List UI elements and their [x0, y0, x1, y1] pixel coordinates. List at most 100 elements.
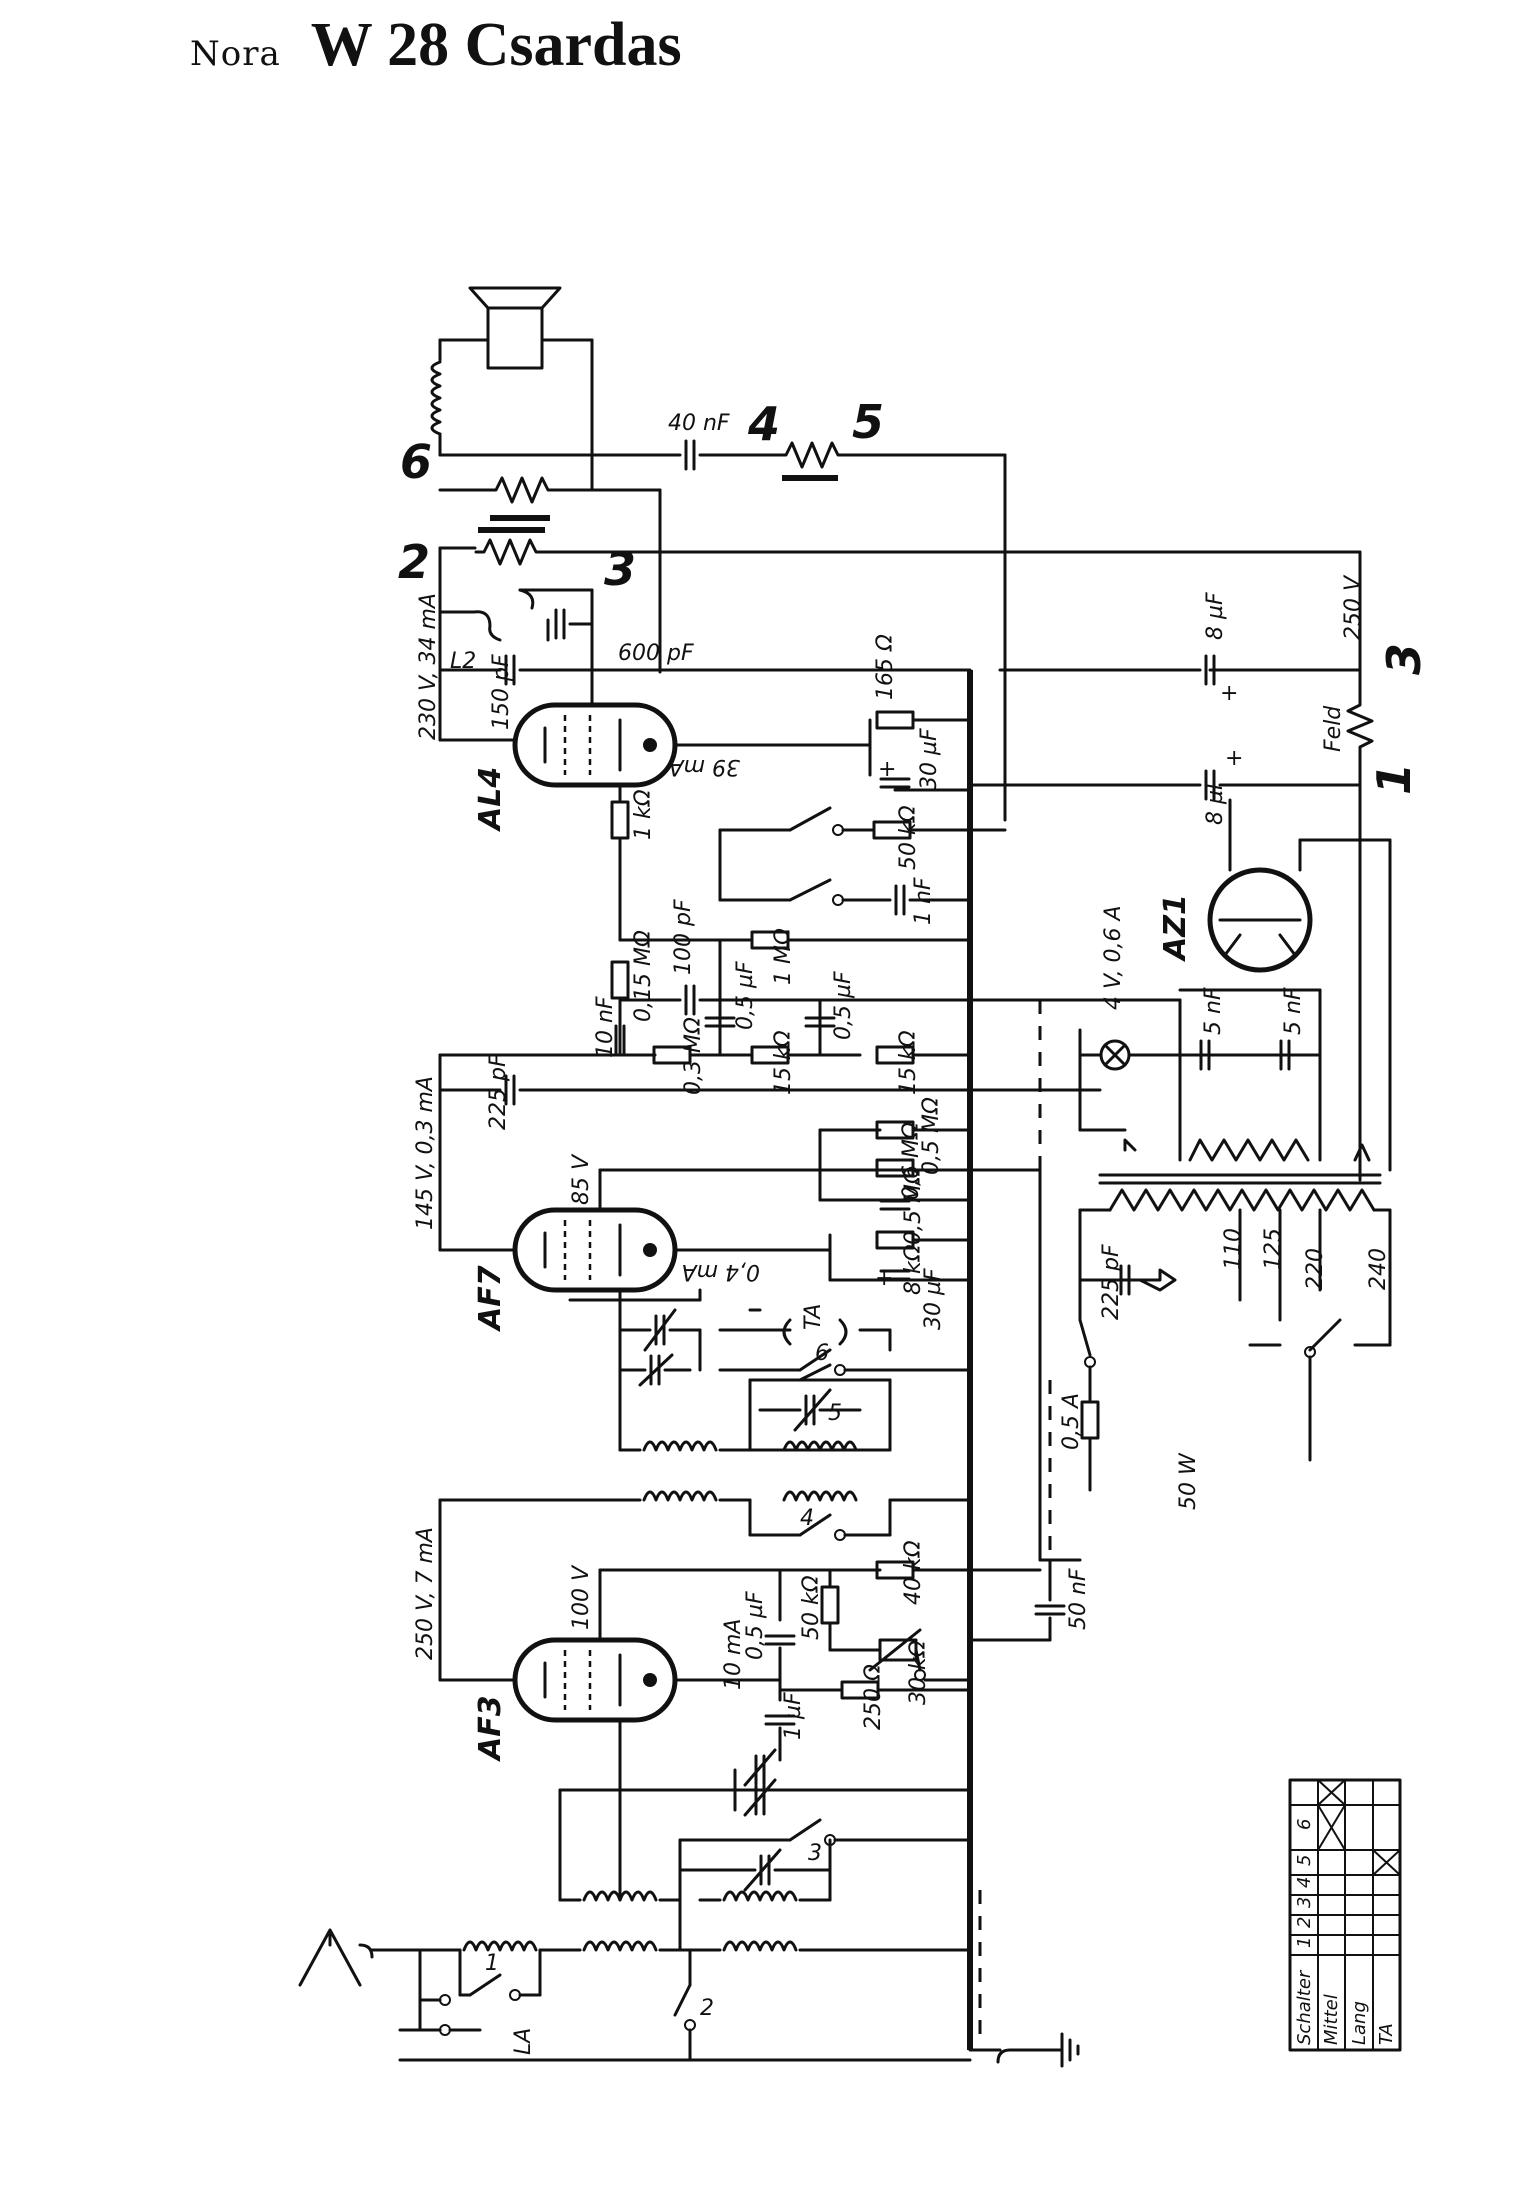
table-header-5: 5: [1294, 1855, 1315, 1866]
r50k-b-label: 50 kΩ: [799, 1575, 824, 1640]
power-transformer-icon: [1098, 1138, 1382, 1212]
af7-label: AF7: [473, 1265, 508, 1332]
cap-plus: +: [878, 757, 896, 782]
model-title: W 28 Csardas: [310, 11, 682, 79]
ta-label: TA: [801, 1304, 826, 1330]
c5nf-a-label: 5 nF: [1201, 987, 1226, 1035]
c05uf-a-label: 0,5 µF: [733, 961, 758, 1030]
c100pf-label: 100 pF: [671, 899, 696, 975]
field-coil-icon: [1346, 693, 1374, 762]
switch-1[interactable]: 1: [468, 1951, 521, 2001]
switch-4[interactable]: 4: [798, 1506, 846, 1541]
tap-110-label: 110: [1221, 1228, 1246, 1270]
cap-plus: +: [1225, 746, 1243, 771]
r250-label: 250 Ω: [861, 1664, 886, 1730]
table-header-switch: Schalter: [1294, 1969, 1315, 2045]
hv-label: 250 V: [1341, 574, 1366, 640]
loudspeaker-icon: [438, 286, 594, 370]
power-switch[interactable]: [1078, 1318, 1096, 1368]
c30uf-a-label: 30 µF: [917, 728, 942, 790]
terminal-5: 5: [852, 395, 884, 449]
power-label: 50 W: [1176, 1452, 1201, 1510]
af3-current: 10 mA: [721, 1619, 746, 1690]
switch-3[interactable]: 3: [788, 1818, 836, 1866]
al4-tube-icon: [512, 702, 678, 788]
al4-rating: 230 V, 34 mA: [416, 593, 441, 740]
brand-name: Nora: [190, 34, 281, 74]
antenna-icon: [298, 1928, 362, 1987]
r06m-label: 0,6 MΩ: [899, 1122, 924, 1200]
af7-current: 0,4 mA: [682, 1259, 760, 1284]
c30uf-b-label: 30 µF: [921, 1268, 946, 1330]
svg-text:5: 5: [828, 1401, 842, 1426]
c600pf-label: 600 pF: [618, 641, 694, 666]
speaker-coil-icon: [430, 338, 442, 457]
c05uf-c-label: 0,5 µF: [743, 1591, 768, 1660]
ground-symbol-icon: [996, 2032, 1080, 2068]
terminal-3: 3: [1377, 643, 1431, 675]
switch-2[interactable]: 2: [673, 1983, 714, 2031]
c05uf-b-label: 0,5 µF: [831, 971, 856, 1040]
af3-rating: 250 V, 7 mA: [413, 1527, 438, 1660]
svg-text:3: 3: [808, 1841, 822, 1866]
r40k-label: 40 kΩ: [901, 1540, 926, 1605]
c50nf-label: 50 nF: [1066, 1568, 1091, 1630]
svg-text:2: 2: [700, 1996, 714, 2021]
tap-125-label: 125: [1261, 1228, 1286, 1270]
c5nf-b-label: 5 nF: [1281, 987, 1306, 1035]
table-row-ta: TA: [1376, 2023, 1397, 2045]
fuse-label: 0,5 A: [1059, 1393, 1084, 1450]
voltage-selector-switch[interactable]: [1248, 1318, 1392, 1462]
svg-text:1: 1: [485, 1951, 499, 1976]
c225pf-b-label: 225 pF: [1099, 1244, 1124, 1320]
r15k-b-label: 15 kΩ: [896, 1030, 921, 1095]
al4-current: 39 mA: [669, 754, 740, 779]
switch-5[interactable]: 5: [798, 1363, 842, 1426]
af7-rating: 145 V, 0,3 mA: [413, 1076, 438, 1230]
al4-label: AL4: [473, 767, 508, 832]
af3-label: AF3: [473, 1695, 508, 1762]
c40nf-label: 40 nF: [668, 411, 730, 436]
af7-screen-label: 85 V: [569, 1153, 594, 1205]
r015m-label: 0,15 MΩ: [631, 930, 656, 1022]
r30k-label: 30 kΩ: [906, 1640, 931, 1705]
terminal-6: 6: [400, 435, 432, 489]
c1uf-label: 1 µF: [781, 1692, 806, 1740]
terminal-4: 4: [747, 397, 780, 451]
az1-tube-icon: [1207, 867, 1313, 973]
table-header-3: 3: [1294, 1897, 1315, 1908]
c225pf-a-label: 225 pF: [486, 1054, 511, 1130]
r1k-label: 1 kΩ: [631, 789, 656, 840]
r165-label: 165 Ω: [873, 634, 898, 700]
c10nf-label: 10 nF: [593, 996, 618, 1058]
af3-tube-icon: [512, 1637, 678, 1723]
r50k-a-label: 50 kΩ: [896, 805, 921, 870]
table-header-4: 4: [1294, 1877, 1315, 1888]
c8uf-b-label: 8 µF: [1203, 777, 1228, 825]
table-header-2: 2: [1294, 1917, 1315, 1928]
cap-plus: +: [875, 1266, 893, 1291]
tone-resistor-icon: [776, 441, 848, 469]
pilot-label: 4 V, 0,6 A: [1101, 905, 1126, 1010]
c150pf-label: 150 pF: [489, 654, 514, 730]
table-header-6: 6: [1294, 1819, 1315, 1830]
title-bar: Nora W 28 Csardas: [190, 10, 682, 80]
af3-screen-label: 100 V: [569, 1564, 594, 1630]
r8k-label: 8 kΩ: [901, 1244, 926, 1295]
c8uf-a-label: 8 µF: [1203, 592, 1228, 640]
c1nf-label: 1 nF: [911, 877, 936, 925]
la-label: LA: [511, 2028, 536, 2055]
table-row-lang: Lang: [1349, 2001, 1370, 2045]
svg-text:4: 4: [800, 1506, 814, 1531]
pilot-lamp-icon: [1099, 1039, 1131, 1071]
table-row-mittel: Mittel: [1321, 1994, 1342, 2045]
az1-label: AZ1: [1158, 894, 1193, 962]
field-label: Feld: [1321, 705, 1346, 752]
tap-240-label: 240: [1366, 1248, 1391, 1290]
tap-220-label: 220: [1303, 1248, 1328, 1290]
switch-6[interactable]: 6: [798, 1341, 846, 1376]
af7-tube-icon: [512, 1207, 678, 1293]
terminal-1: 1: [1367, 763, 1421, 795]
r1m-label: 1 MΩ: [771, 928, 796, 985]
